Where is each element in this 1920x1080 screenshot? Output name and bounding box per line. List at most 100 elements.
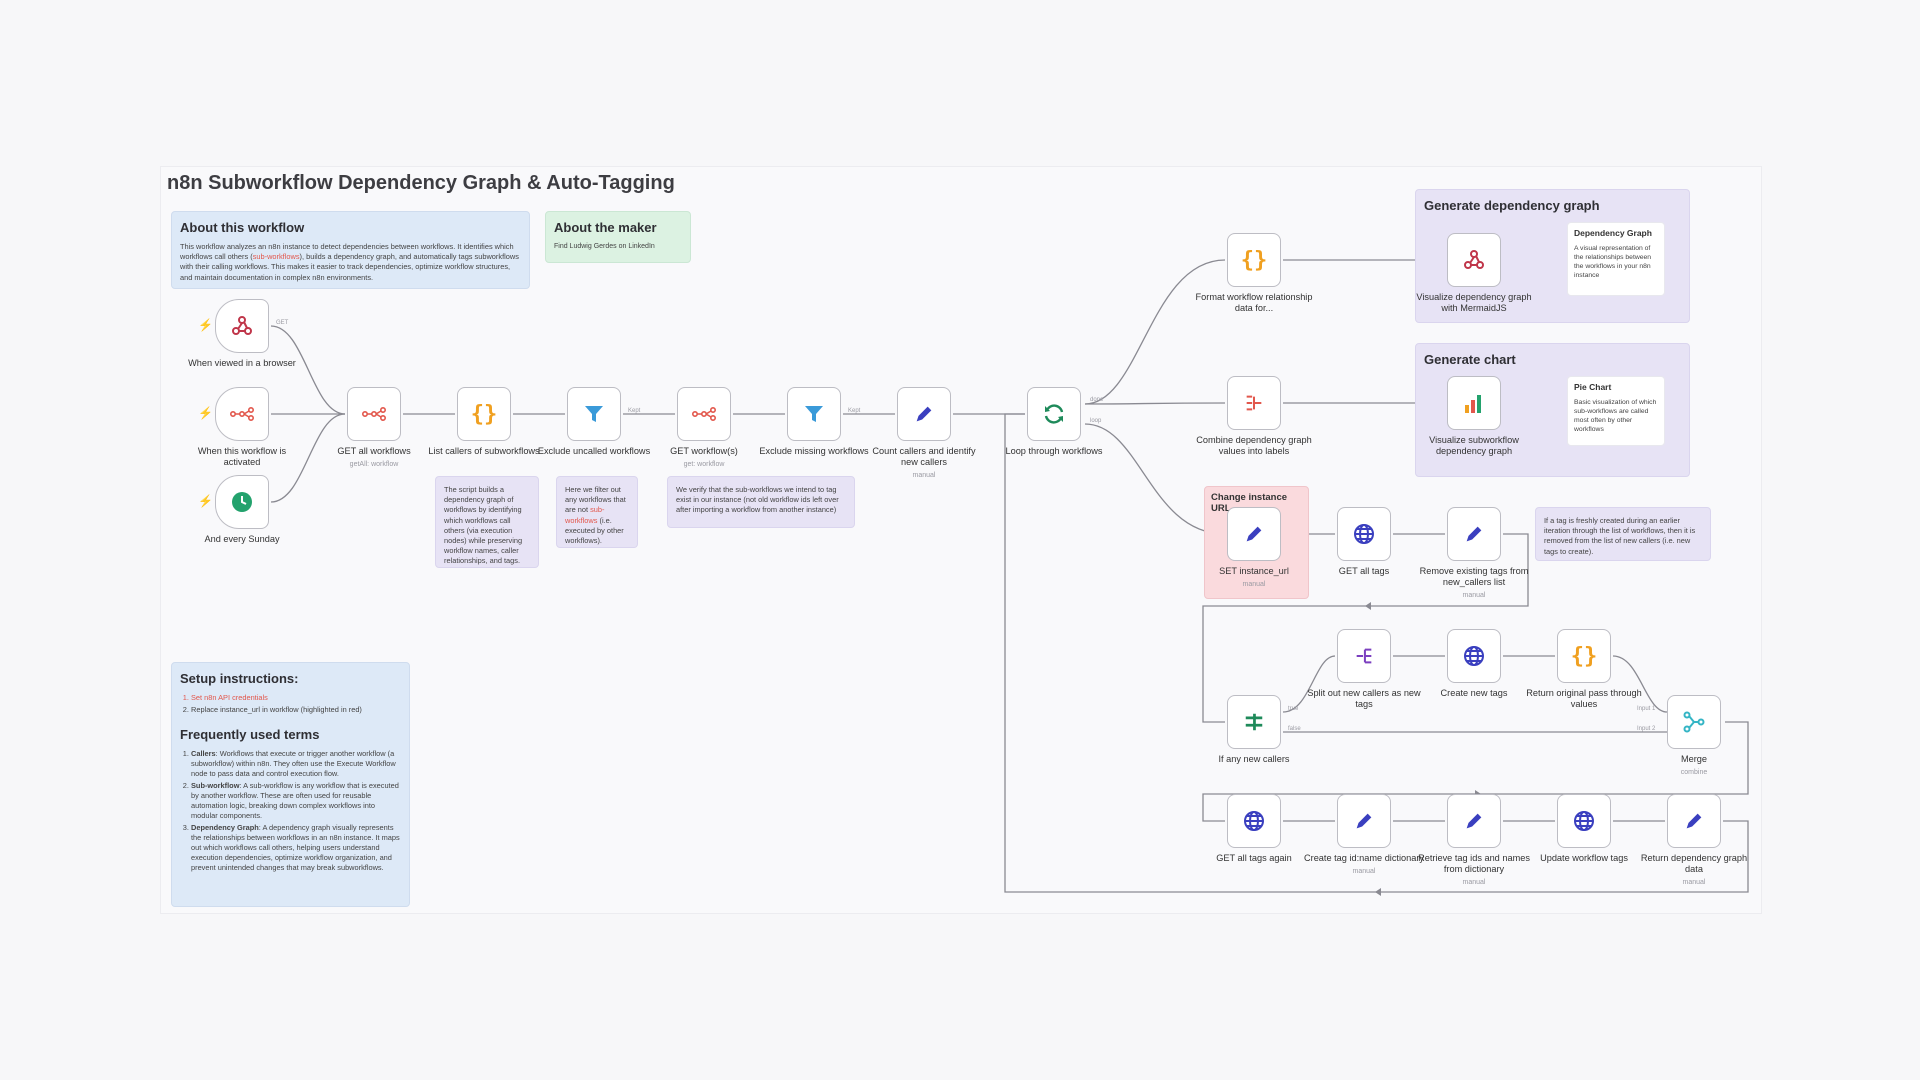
port-label: Input 2 xyxy=(1637,726,1656,732)
node-label: Retrieve tag ids and names from dictiona… xyxy=(1418,853,1530,886)
node-if-new-callers[interactable] xyxy=(1227,695,1281,749)
node-create-tag-dictionary[interactable] xyxy=(1337,794,1391,848)
node-retrieve-tag-ids[interactable] xyxy=(1447,794,1501,848)
pencil-icon xyxy=(1686,813,1702,829)
connection xyxy=(1084,423,1226,535)
node-remove-existing-tags[interactable] xyxy=(1447,507,1501,561)
exclude-note: Here we filter out any workflows that ar… xyxy=(556,476,638,548)
node-return-dependency-data[interactable] xyxy=(1667,794,1721,848)
arrow-icon xyxy=(1375,888,1381,896)
node-return-original-values[interactable]: {} xyxy=(1557,629,1611,683)
pencil-icon xyxy=(1466,526,1482,542)
node-label: Combine dependency graph values into lab… xyxy=(1196,435,1312,456)
node-label: When this workflow is activated xyxy=(197,446,287,467)
sub-workflows-link[interactable]: sub-workflows xyxy=(252,252,300,262)
workflow-title: n8n Subworkflow Dependency Graph & Auto-… xyxy=(167,172,675,194)
maker-note: About the maker Find Ludwig Gerdes on Li… xyxy=(545,211,691,263)
node-get-all-workflows[interactable] xyxy=(347,387,401,441)
globe-icon xyxy=(1244,811,1264,831)
node-label: Loop through workflows xyxy=(1005,446,1103,456)
setup-list: Set n8n API credentials Replace instance… xyxy=(180,693,401,715)
verify-text: We verify that the sub-workflows we inte… xyxy=(676,485,839,515)
node-label: Format workflow relationship data for... xyxy=(1195,292,1313,313)
node-label: Remove existing tags from new_callers li… xyxy=(1419,566,1529,599)
dependency-graph-card: Dependency Graph A visual representation… xyxy=(1567,222,1665,296)
node-when-viewed-in-browser[interactable] xyxy=(215,299,269,353)
node-label: GET workflow(s)get: workflow xyxy=(670,446,738,468)
node-visualize-chart[interactable] xyxy=(1447,376,1501,430)
node-exclude-uncalled[interactable] xyxy=(567,387,621,441)
term-item: Callers: Workflows that execute or trigg… xyxy=(191,749,401,779)
connection xyxy=(1084,259,1226,405)
connection xyxy=(1612,655,1668,713)
change-url-heading: Change instance URL xyxy=(1211,492,1288,514)
port-label: loop xyxy=(1090,418,1102,424)
trigger-bolt-icon: ⚡ xyxy=(198,494,213,508)
port-label: GET xyxy=(276,320,289,326)
code-icon: {} xyxy=(470,401,498,427)
code-icon: {} xyxy=(1240,247,1268,273)
node-label: Return original pass through values xyxy=(1526,688,1642,709)
node-update-workflow-tags[interactable] xyxy=(1557,794,1611,848)
code-icon: {} xyxy=(1570,643,1598,669)
node-list-callers[interactable]: {} xyxy=(457,387,511,441)
loop-icon xyxy=(1044,404,1064,424)
webhook-icon xyxy=(1464,250,1484,269)
node-label: And every Sunday xyxy=(204,534,280,544)
node-label: Create new tags xyxy=(1440,688,1508,698)
port-label: false xyxy=(1288,726,1301,732)
node-merge[interactable] xyxy=(1667,695,1721,749)
node-split-new-callers[interactable] xyxy=(1337,629,1391,683)
node-create-new-tags[interactable] xyxy=(1447,629,1501,683)
connection xyxy=(270,413,346,503)
globe-icon xyxy=(1464,646,1484,666)
term-item: Sub-workflow: A sub-workflow is any work… xyxy=(191,781,401,821)
node-combine-values[interactable] xyxy=(1227,376,1281,430)
node-label: Visualize subworkflow dependency graph xyxy=(1429,435,1519,456)
fresh-tag-text: If a tag is freshly created during an ea… xyxy=(1544,516,1696,556)
node-get-workflows[interactable] xyxy=(677,387,731,441)
pie-chart-card-text: Basic visualization of which sub-workflo… xyxy=(1574,399,1657,433)
node-get-all-tags[interactable] xyxy=(1337,507,1391,561)
trigger-bolt-icon: ⚡ xyxy=(198,318,213,332)
n8n-icon xyxy=(230,407,254,421)
maker-heading: About the maker xyxy=(554,220,657,235)
node-count-callers[interactable] xyxy=(897,387,951,441)
connection xyxy=(270,325,346,415)
node-get-all-tags-again[interactable] xyxy=(1227,794,1281,848)
connection xyxy=(1282,655,1336,713)
aggregate-icon xyxy=(1246,395,1262,411)
node-format-relationships[interactable]: {} xyxy=(1227,233,1281,287)
port-label: Kept xyxy=(848,408,861,414)
node-label: GET all tags xyxy=(1338,566,1390,576)
n8n-icon xyxy=(362,407,386,421)
node-exclude-missing[interactable] xyxy=(787,387,841,441)
pencil-icon xyxy=(1466,813,1482,829)
node-loop-workflows[interactable] xyxy=(1027,387,1081,441)
globe-icon xyxy=(1354,524,1374,544)
node-visualize-mermaid[interactable] xyxy=(1447,233,1501,287)
chart-icon xyxy=(1465,395,1481,413)
node-set-instance-url[interactable] xyxy=(1227,507,1281,561)
terms-list: Callers: Workflows that execute or trigg… xyxy=(180,749,401,873)
list-callers-note: The script builds a dependency graph of … xyxy=(435,476,539,568)
setup-item-credentials[interactable]: Set n8n API credentials xyxy=(191,693,401,703)
connection xyxy=(1084,402,1226,405)
linkedin-link[interactable]: Find Ludwig Gerdes on LinkedIn xyxy=(554,243,655,250)
about-note: About this workflow This workflow analyz… xyxy=(171,211,530,289)
globe-icon xyxy=(1574,811,1594,831)
pie-chart-card-title: Pie Chart xyxy=(1574,382,1612,392)
node-every-sunday[interactable] xyxy=(215,475,269,529)
filter-icon xyxy=(805,406,823,422)
node-when-activated[interactable] xyxy=(215,387,269,441)
about-heading: About this workflow xyxy=(180,220,305,235)
pie-chart-card: Pie Chart Basic visualization of which s… xyxy=(1567,376,1665,446)
setup-note: Setup instructions: Set n8n API credenti… xyxy=(171,662,410,907)
